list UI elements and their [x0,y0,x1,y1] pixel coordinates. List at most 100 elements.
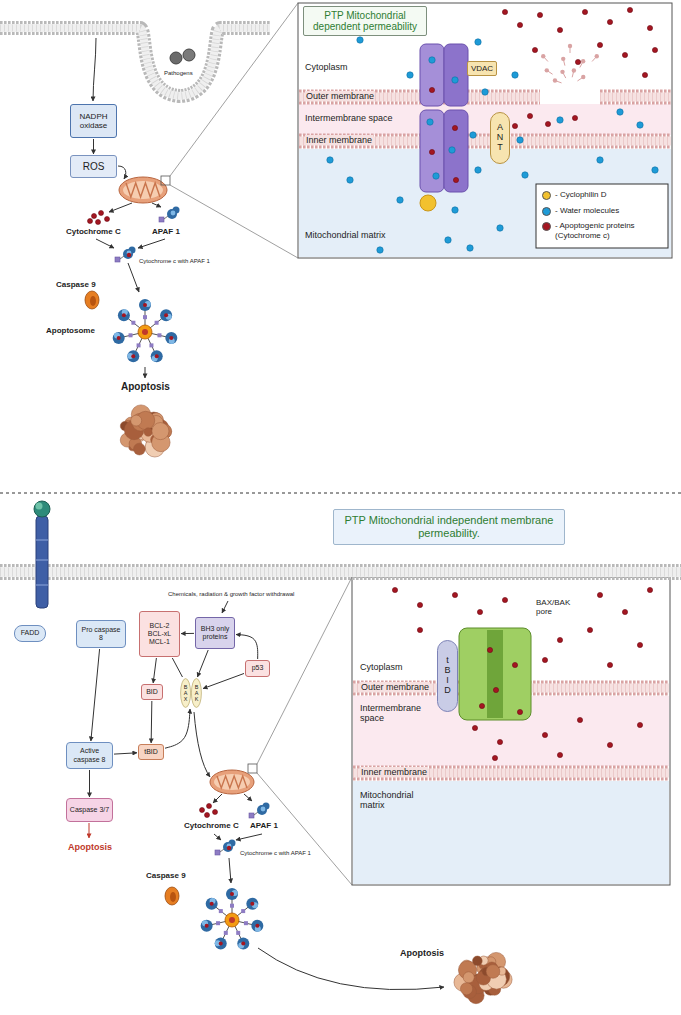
apaf-linker [220,849,224,852]
lipid-head [541,54,545,58]
node-text: tBID [444,656,451,696]
lipid-head [572,68,576,72]
stimulus-label: Chemicals, radiation & growth factor wit… [168,591,294,598]
cytochrome-dot [213,810,218,815]
bax-bak-outline [180,678,202,708]
intermembrane-space [299,104,671,135]
apoptosome-arm [113,332,125,344]
apoptogenic-protein [502,9,507,14]
apaf-linker [120,256,124,259]
apoptosome-card [157,333,161,337]
lipid-head [581,75,585,79]
protein-box: BID [141,684,163,700]
arrow-line [222,601,228,613]
lipid-core [600,93,671,102]
apoptogenic-protein [492,755,497,760]
molecule-label: Caspase 9 [56,280,96,289]
connector [153,658,156,683]
water-molecule [475,167,481,173]
apoptogenic-protein [452,592,457,597]
region-label: Intermembrane space [360,703,432,724]
apoptogenic-protein [637,642,642,647]
outcome-label: Apoptosis [121,381,170,393]
node-text: NADPH oxidase [73,112,114,130]
lipid-head [561,57,565,61]
water-molecule [557,117,563,123]
zoom-panel [298,3,672,258]
lipid-heads [0,564,681,580]
legend-text: - Cyclophilin D [555,190,663,200]
water-molecule [497,225,503,231]
connector [91,649,100,741]
apoptogenic-protein [512,123,517,128]
pore-label: BAX/BAK pore [536,598,580,616]
legend-text: - Water molecules [555,206,663,216]
apoptogenic-protein [607,742,612,747]
cytochrome-dot [105,217,110,222]
receptor-segment [36,560,48,561]
receptor-ligand [34,501,50,517]
water-molecule [452,207,458,213]
water-molecule [652,167,658,173]
molecule-label: APAF 1 [250,821,278,830]
enzyme-box: NADPH oxidase [70,104,117,138]
apoptosome-arm [246,898,258,910]
cyclophilin-d [420,195,436,211]
water-molecule [377,247,383,253]
bak-protein [191,679,201,708]
lipid-head [553,78,557,82]
ant-protein: ANT [490,112,510,164]
vdac-channel [444,44,468,106]
apaf-card-domain [159,217,164,222]
lipid-tails [600,93,671,101]
apoptosome-arm [215,937,227,949]
apoptotic-body [473,956,483,966]
apoptogenic-protein [497,739,502,744]
node-text: BAX [183,684,187,702]
arrow-line [152,203,161,207]
apoptosome-arm [127,350,139,362]
arrow-line [258,948,444,990]
lipid-head [560,70,564,74]
cytochrome-dot [99,211,104,216]
receptor-segment [36,585,48,586]
molecule-label: Caspase 9 [146,871,186,880]
apoptogenic-protein [575,59,580,64]
node-text: PTP Mitochondrial dependent permeability [306,10,424,33]
mitochondrion [210,770,254,794]
apoptogenic-protein [477,609,482,614]
apoptogenic-protein [622,609,627,614]
apaf-card-domain [249,813,254,818]
apoptosome-card [131,321,135,325]
apoptosome-arm [165,332,177,344]
region-label: Mitochondrial matrix [305,230,386,240]
legend-row: - Apoptogenic proteins (Cytochrome c) [542,221,663,240]
apoptogenic-protein [545,121,550,126]
apoptogenic-protein [512,662,517,667]
section-divider [0,493,681,494]
apoptogenic-protein [652,47,657,52]
apaf-card-domain [215,850,220,855]
mitochondrion [119,177,167,203]
cytochrome-dot [92,214,97,219]
mitochondrial-matrix [353,781,669,884]
apoptogenic-protein [627,7,632,12]
apoptotic-body [131,415,142,426]
water-molecule [347,177,353,183]
cytochrome-dot [207,804,212,809]
connector [172,658,182,677]
bax-bak-pore [459,628,531,720]
complex-label: Cytochrome c with APAF 1 [240,850,311,857]
water-molecule [512,72,518,78]
node-text: Caspase 3/7 [69,806,110,814]
protein-box: tBID [138,744,164,760]
apoptosome-hub-core [229,917,235,923]
node-text: p53 [248,664,267,672]
apoptotic-body [486,965,500,979]
apaf-domain-light [261,807,266,812]
apoptotic-body [460,983,472,995]
apoptogenic-protein [647,25,652,30]
lipid-head [545,68,549,72]
lipid-head [595,54,599,58]
